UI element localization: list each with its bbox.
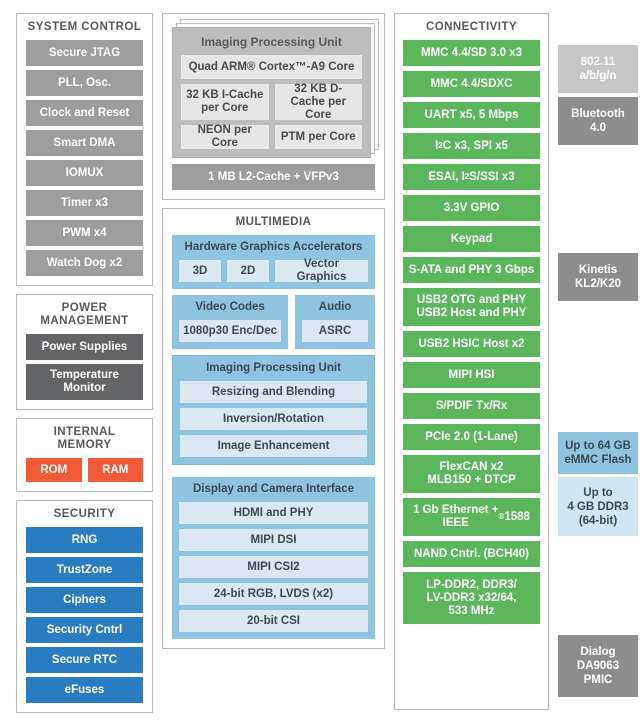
block-mipi-dsi[interactable]: MIPI DSI xyxy=(179,529,368,551)
group-title-ipu: Imaging Processing Unit xyxy=(206,362,341,374)
block-usb2-hsic-host[interactable]: USB2 HSIC Host x2 xyxy=(403,331,540,357)
block-quad-arm-core[interactable]: Quad ARM® Cortex™-A9 Core xyxy=(181,55,362,79)
block-pll-osc[interactable]: PLL, Osc. xyxy=(26,70,143,96)
block-smart-dma[interactable]: Smart DMA xyxy=(26,130,143,156)
internal-memory-row: ROM RAM xyxy=(26,458,143,482)
graphics-row: 3D 2D Vector Graphics xyxy=(179,258,368,283)
connectivity-column: CONNECTIVITY MMC 4.4/SD 3.0 x3 MMC 4.4/S… xyxy=(394,13,549,710)
block-mmc-sdxc[interactable]: MMC 4.4/SDXC xyxy=(403,71,540,97)
block-resizing-and-blending[interactable]: Resizing and Blending xyxy=(180,381,367,403)
block-inversion-rotation[interactable]: Inversion/Rotation xyxy=(180,408,367,430)
block-icache[interactable]: 32 KB I-Cache per Core xyxy=(181,84,269,120)
group-graphics-accelerators: Hardware Graphics Accelerators 3D 2D Vec… xyxy=(172,235,375,289)
panel-power-management: POWER MANAGEMENT Power Supplies Temperat… xyxy=(16,294,153,410)
group-imaging-processing-unit: Imaging Processing Unit Resizing and Ble… xyxy=(172,355,375,465)
block-hdmi-and-phy[interactable]: HDMI and PHY xyxy=(179,502,368,524)
panel-title-multimedia: MULTIMEDIA xyxy=(235,216,312,228)
block-neon-per-core[interactable]: NEON per Core xyxy=(181,124,269,149)
block-sata-phy[interactable]: S-ATA and PHY 3 Gbps xyxy=(403,257,540,283)
group-title-graphics: Hardware Graphics Accelerators xyxy=(184,241,363,253)
block-nand-cntrl[interactable]: NAND Cntrl. (BCH40) xyxy=(403,541,540,567)
block-security-cntrl[interactable]: Security Cntrl xyxy=(26,617,143,643)
panel-title-security: SECURITY xyxy=(53,508,116,520)
block-secure-rtc[interactable]: Secure RTC xyxy=(26,647,143,673)
panel-system-control: SYSTEM CONTROL Secure JTAG PLL, Osc. Clo… xyxy=(16,13,153,286)
cpu-card[interactable]: Imaging Processing Unit Quad ARM® Cortex… xyxy=(172,27,371,158)
block-trustzone[interactable]: TrustZone xyxy=(26,557,143,583)
block-iomux[interactable]: IOMUX xyxy=(26,160,143,186)
group-title-audio: Audio xyxy=(318,301,352,313)
block-rom[interactable]: ROM xyxy=(26,458,82,482)
block-lpddr2-ddr3[interactable]: LP-DDR2, DDR3/LV-DDR3 x32/64,533 MHz xyxy=(403,572,540,624)
cpu-neon-ptm-row: NEON per Core PTM per Core xyxy=(181,124,362,149)
block-ethernet-ieee1588[interactable]: 1 Gb Ethernet +IEEE® 1588 xyxy=(403,498,540,536)
block-1080p30[interactable]: 1080p30 Enc/Dec xyxy=(179,320,282,342)
block-power-supplies[interactable]: Power Supplies xyxy=(26,334,143,360)
block-image-enhancement[interactable]: Image Enhancement xyxy=(180,435,367,457)
block-mipi-hsi[interactable]: MIPI HSI xyxy=(403,362,540,388)
block-temperature-monitor[interactable]: Temperature Monitor xyxy=(26,364,143,400)
center-column: Imaging Processing Unit Quad ARM® Cortex… xyxy=(162,13,385,649)
panel-title-system-control: SYSTEM CONTROL xyxy=(27,21,142,33)
block-ram[interactable]: RAM xyxy=(87,458,143,482)
block-keypad[interactable]: Keypad xyxy=(403,226,540,252)
block-3d[interactable]: 3D xyxy=(179,260,221,282)
block-ptm-per-core[interactable]: PTM per Core xyxy=(274,125,362,149)
cpu-cache-row: 32 KB I-Cache per Core 32 KB D-Cache per… xyxy=(181,83,362,121)
left-column: SYSTEM CONTROL Secure JTAG PLL, Osc. Clo… xyxy=(16,13,153,713)
block-uart[interactable]: UART x5, 5 Mbps xyxy=(403,102,540,128)
block-secure-jtag[interactable]: Secure JTAG xyxy=(26,40,143,66)
block-vector-graphics[interactable]: Vector Graphics xyxy=(275,258,368,283)
block-asrc[interactable]: ASRC xyxy=(302,320,368,342)
panel-security: SECURITY RNG TrustZone Ciphers Security … xyxy=(16,500,153,713)
group-title-video: Video Codes xyxy=(195,301,265,313)
panel-connectivity: CONNECTIVITY MMC 4.4/SD 3.0 x3 MMC 4.4/S… xyxy=(394,13,549,710)
block-timer[interactable]: Timer x3 xyxy=(26,190,143,216)
block-pcie[interactable]: PCIe 2.0 (1-Lane) xyxy=(403,424,540,450)
block-20bit-csi[interactable]: 20-bit CSI xyxy=(179,610,368,632)
panel-cpu: Imaging Processing Unit Quad ARM® Cortex… xyxy=(162,13,385,200)
cpu-stack: Imaging Processing Unit Quad ARM® Cortex… xyxy=(172,19,379,158)
block-dcache[interactable]: 32 KB D-Cache per Core xyxy=(274,83,362,121)
block-rng[interactable]: RNG xyxy=(26,527,143,553)
block-ciphers[interactable]: Ciphers xyxy=(26,587,143,613)
block-2d[interactable]: 2D xyxy=(227,260,269,282)
cpu-core-row: Quad ARM® Cortex™-A9 Core xyxy=(181,55,362,79)
panel-internal-memory: INTERNAL MEMORY ROM RAM xyxy=(16,418,153,492)
block-mipi-csi2[interactable]: MIPI CSI2 xyxy=(179,556,368,578)
group-title-display: Display and Camera Interface xyxy=(192,483,355,495)
panel-title-internal-memory: INTERNAL MEMORY xyxy=(53,426,116,451)
group-video-codes: Video Codes 1080p30 Enc/Dec xyxy=(172,295,289,349)
block-watch-dog[interactable]: Watch Dog x2 xyxy=(26,250,143,276)
panel-title-power-management: POWER MANAGEMENT xyxy=(40,302,129,327)
block-mmc-sd30[interactable]: MMC 4.4/SD 3.0 x3 xyxy=(403,40,540,66)
block-efuses[interactable]: eFuses xyxy=(26,677,143,703)
block-clock-and-reset[interactable]: Clock and Reset xyxy=(26,100,143,126)
block-pwm[interactable]: PWM x4 xyxy=(26,220,143,246)
panel-title-connectivity: CONNECTIVITY xyxy=(425,21,517,33)
block-spdif[interactable]: S/PDIF Tx/Rx xyxy=(403,393,540,419)
block-33v-gpio[interactable]: 3.3V GPIO xyxy=(403,195,540,221)
video-audio-row: Video Codes 1080p30 Enc/Dec Audio ASRC xyxy=(172,295,375,349)
group-audio: Audio ASRC xyxy=(295,295,375,349)
block-l2-cache[interactable]: 1 MB L2-Cache + VFPv3 xyxy=(172,164,375,190)
panel-multimedia: MULTIMEDIA Hardware Graphics Accelerator… xyxy=(162,208,385,649)
block-24bit-rgb-lvds[interactable]: 24-bit RGB, LVDS (x2) xyxy=(179,583,368,605)
group-display-camera-interface: Display and Camera Interface HDMI and PH… xyxy=(172,477,375,639)
cpu-title: Imaging Processing Unit xyxy=(201,35,342,49)
